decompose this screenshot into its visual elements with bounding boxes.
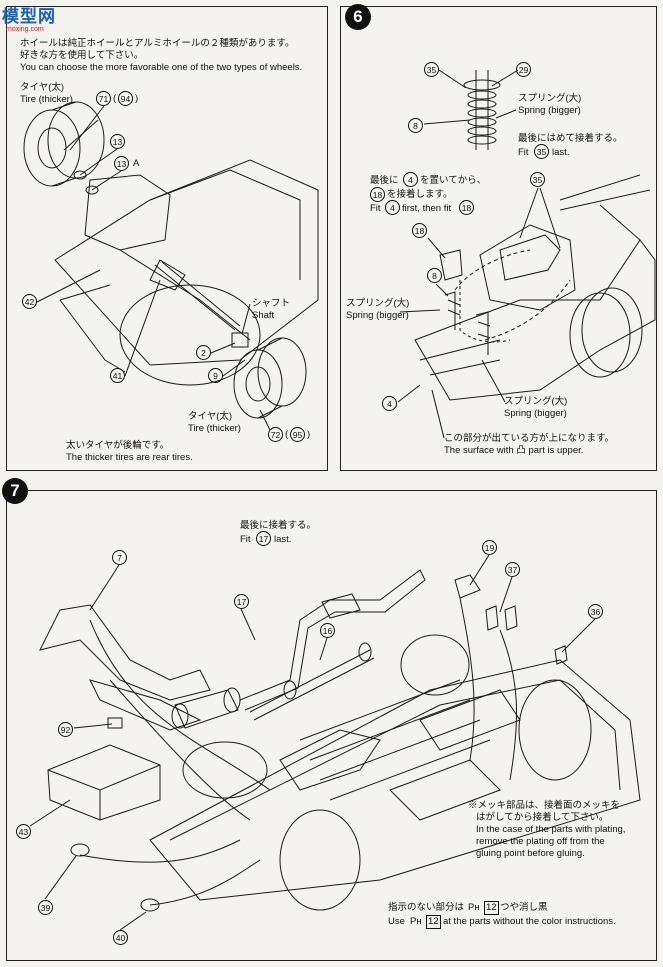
paint-number: 12 [484,901,499,915]
shaft-label-en: Shaft [252,310,275,321]
wheel-choice-text-jp-2: 好きな方を使用して下さい。 [20,50,144,61]
spring-right-label-jp: スプリング(大) [504,396,568,407]
fit-4-text-en: Fit [370,203,381,214]
tire-thicker-label-jp: タイヤ(太) [20,82,65,93]
part-4-ref-en: 4 [385,200,400,215]
fit-35-last: last. [552,147,570,158]
part-29: 29 [516,62,531,77]
fit-17-text: Fit [240,534,251,545]
step-5-panel [6,6,328,471]
plating-note-en-1: In the case of the parts with plating, [476,824,626,835]
fit-17-last: last. [274,534,292,545]
fuel-tank-drawing [47,717,161,821]
tire-bottom-label-jp: タイヤ(太) [188,411,233,422]
step-7-leaders [29,554,596,931]
fit-4-text-jp: 最後に [370,175,399,186]
upper-side-note-en: The surface with 凸 part is upper. [444,445,584,456]
part-71: 71 [96,91,111,106]
part-95: 95 [290,427,305,442]
part-8-b: 8 [427,268,442,283]
part-9: 9 [208,368,223,383]
fit-17-text-jp: 最後に接着する。 [240,520,317,531]
paint-code-en: Pн [410,916,422,927]
part-42: 42 [22,294,37,309]
fit-4-text-jp-2: を置いてから、 [420,175,487,186]
fit-4-first-en: first, then fit [402,203,452,214]
exhaust-muffler-drawing [171,569,426,729]
wheel-choice-text-en: You can choose the more favorable one of… [20,62,303,73]
color-note-en-pre: Use [388,916,405,927]
rear-tire-note-en: The thicker tires are rear tires. [66,452,193,463]
fit-4-text-jp-3: を接着します。 [387,189,453,200]
part-43: 43 [16,824,31,839]
part-18: 18 [412,223,427,238]
plating-note-en-3: gluing point before gluing. [476,848,585,859]
rear-tire-note-jp: 太いタイヤが後輪です。 [66,440,170,451]
part-37: 37 [505,562,520,577]
paint-code: Pн [468,902,480,913]
part-94: 94 [118,91,133,106]
color-note-jp-2: つや消し黒 [500,902,548,913]
wheel-choice-text-jp: ホイールは純正ホイールとアルミホイールの２種類があります。 [20,38,295,49]
spring-left-label-en: Spring (bigger) [346,310,409,321]
site-logo: 模型网 moxing.com [2,7,56,33]
shaft-label-jp: シャフト [252,298,291,309]
step-5-leaders [36,105,271,431]
part-2: 2 [196,345,211,360]
step-7-badge: 7 [2,478,28,504]
fit-last-text-jp: 最後にはめて接着する。 [518,133,623,144]
step-6-badge: 6 [345,4,371,30]
part-16: 16 [320,623,335,638]
part-92: 92 [58,722,73,737]
part-40: 40 [113,930,128,945]
part-13-alt: 13 [114,156,129,171]
plating-note-en-2: remove the plating off from the [476,836,605,847]
part-7: 7 [112,550,127,565]
plating-note-jp-2: はがしてから接着して下さい。 [476,812,609,823]
part-35: 35 [424,62,439,77]
plating-note-jp: ※メッキ部品は、接着面のメッキを [468,800,621,811]
step-5-chassis-drawing [54,159,319,386]
spring-left-label-jp: スプリング(大) [346,298,410,309]
tire-bottom-label-en: Tire (thicker) [188,423,241,434]
step-6-leaders [397,187,561,439]
part-36: 36 [588,604,603,619]
part-13: 13 [110,134,125,149]
step-6-spring-drawing [423,69,519,150]
step-7-panel [6,490,657,961]
upper-side-note-jp: この部分が出ている方が上になります。 [444,433,615,444]
part-8: 8 [408,118,423,133]
variant-a-label: A [133,158,140,169]
step-6-panel [340,6,657,471]
part-18-ref: 18 [370,187,385,202]
front-tire-drawing [23,101,105,195]
step-6-chassis-drawing [414,174,656,401]
part-4: 4 [382,396,397,411]
driveshaft-drawing [249,642,375,721]
part-72: 72 [268,427,283,442]
step-7-chassis-drawing [149,634,641,911]
part-41: 41 [110,368,125,383]
part-18-ref-en: 18 [459,200,474,215]
tire-thicker-label-en: Tire (thicker) [20,94,73,105]
part-35-ref: 35 [534,144,549,159]
part-17: 17 [234,594,249,609]
paint-number-en: 12 [426,915,441,929]
part-39: 39 [38,900,53,915]
part-35-b: 35 [530,172,545,187]
spring-bigger-label-jp: スプリング(大) [518,93,582,104]
spring-bigger-label-en: Spring (bigger) [518,105,581,116]
fit-35-text: Fit [518,147,529,158]
small-parts-drawing [70,574,568,912]
spring-right-label-en: Spring (bigger) [504,408,567,419]
color-note-jp: 指示のない部分は [388,902,465,913]
part-19: 19 [482,540,497,555]
part-17-ref: 17 [256,531,271,546]
color-note-en-post: at the parts without the color instructi… [443,916,616,927]
rear-tire-drawing [233,337,307,419]
part-4-ref: 4 [403,172,418,187]
front-suspension-arm-drawing [39,604,211,731]
